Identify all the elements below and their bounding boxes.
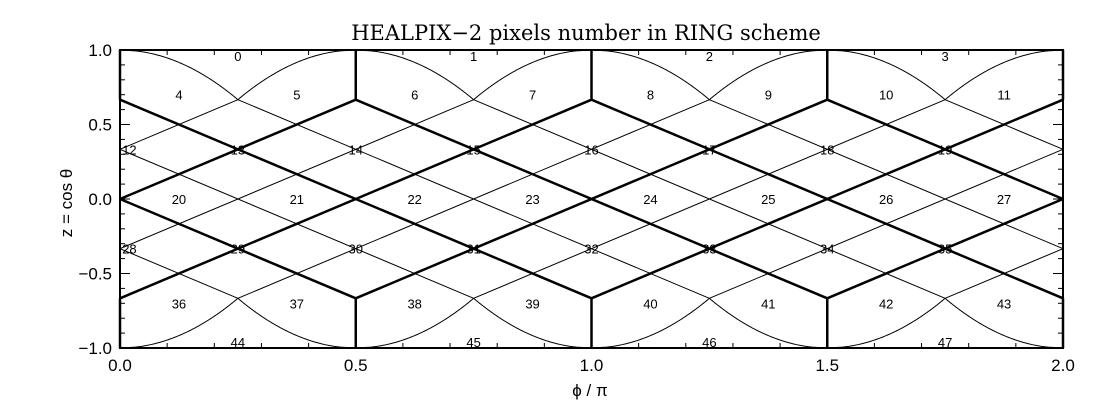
pixel-number-label: 21 [290,192,304,207]
pixel-number-label: 16 [584,142,598,157]
y-tick-labels: 1.0 0.5 0.0 −0.5 −1.0 [78,41,112,358]
pixel-number-label: 25 [761,192,775,207]
pixel-number-label: 22 [407,192,421,207]
sub-boundary-line [355,49,474,101]
pixel-number-label: 13 [231,142,245,157]
plot-frame [119,49,1064,349]
pixel-number-label: 35 [938,242,952,257]
pixel-number-label: 38 [407,296,421,311]
sub-boundary-line [827,297,946,349]
base-boundary-line [591,98,1064,300]
pixel-number-label: 19 [938,142,952,157]
base-boundary-line [119,98,592,300]
base-boundary-line [826,98,1064,201]
pixel-number-label: 12 [122,142,136,157]
sub-boundary-line [237,297,356,349]
pixel-number-label: 33 [702,242,716,257]
pixel-number-label: 44 [231,335,245,350]
base-boundary-line [355,98,828,300]
x-axis-label: ϕ / π [572,381,607,400]
sub-boundary-line [591,49,710,101]
x-tick-label: 1.5 [815,356,839,375]
y-tick-label: −1.0 [78,339,112,358]
pixel-number-label: 27 [997,192,1011,207]
sub-boundary-line [237,49,356,101]
pixel-number-label: 10 [879,88,893,103]
pixel-number-label: 8 [647,88,654,103]
sub-boundary-line [119,49,239,101]
pixel-number-label: 26 [879,192,893,207]
pixel-number-label: 34 [820,242,834,257]
x-tick-label: 1.0 [580,356,604,375]
x-tick-label: 0.5 [344,356,368,375]
y-tick-label: −0.5 [78,265,112,284]
pixel-number-label: 14 [349,142,363,157]
pixel-number-label: 30 [349,242,363,257]
pixel-boundaries [118,49,1065,349]
x-tick-label: 2.0 [1051,356,1075,375]
pixel-number-label: 18 [820,142,834,157]
pixel-number-label: 2 [706,49,713,64]
sub-boundary-line [944,99,1064,150]
pixel-number-label: 7 [529,88,536,103]
pixel-number-label: 42 [879,296,893,311]
pixel-number-label: 29 [231,242,245,257]
pixel-number-label: 11 [997,88,1011,103]
sub-boundary-line [473,49,592,101]
y-tick-label: 0.0 [88,190,112,209]
pixel-number-label: 24 [643,192,657,207]
x-tick-label: 0.0 [108,356,132,375]
pixel-number-label: 3 [942,49,949,64]
sub-boundary-line [944,49,1064,101]
sub-boundary-line [591,297,710,349]
pixel-number-label: 47 [938,335,952,350]
pixel-number-label: 32 [584,242,598,257]
pixel-number-label: 4 [175,88,182,103]
pixel-number-label: 0 [234,49,241,64]
pixel-number-label: 1 [470,49,477,64]
pixel-number-label: 5 [293,88,300,103]
pixel-number-label: 41 [761,296,775,311]
pixel-number-label: 43 [997,296,1011,311]
sub-boundary-line [119,297,239,349]
chart-title: HEALPIX−2 pixels number in RING scheme [351,21,821,45]
sub-boundary-line [944,248,1064,299]
y-tick-label: 0.5 [88,116,112,135]
pixel-number-label: 15 [466,142,480,157]
pixel-number-label: 9 [765,88,772,103]
y-tick-label: 1.0 [88,41,112,60]
sub-boundary-line [709,49,828,101]
pixel-number-label: 45 [466,335,480,350]
sub-boundary-line [944,297,1064,349]
pixel-number-label: 6 [411,88,418,103]
pixel-number-label: 20 [172,192,186,207]
pixel-number-label: 46 [702,335,716,350]
base-boundary-line [826,197,1064,300]
pixel-number-label: 40 [643,296,657,311]
pixel-number-label: 17 [702,142,716,157]
pixel-number-label: 36 [172,296,186,311]
sub-boundary-line [473,297,592,349]
sub-boundary-line [473,99,946,299]
y-axis-label: z = cos θ [57,169,76,238]
pixel-number-label: 39 [525,296,539,311]
sub-boundary-line [827,49,946,101]
pixel-number-label: 23 [525,192,539,207]
sub-boundary-line [237,99,710,299]
pixel-number-label: 31 [466,242,480,257]
pixel-number-label: 28 [122,242,136,257]
sub-boundary-line [709,297,828,349]
sub-boundary-line [355,297,474,349]
x-tick-labels: 0.0 0.5 1.0 1.5 2.0 [108,356,1075,375]
pixel-number-label: 37 [290,296,304,311]
